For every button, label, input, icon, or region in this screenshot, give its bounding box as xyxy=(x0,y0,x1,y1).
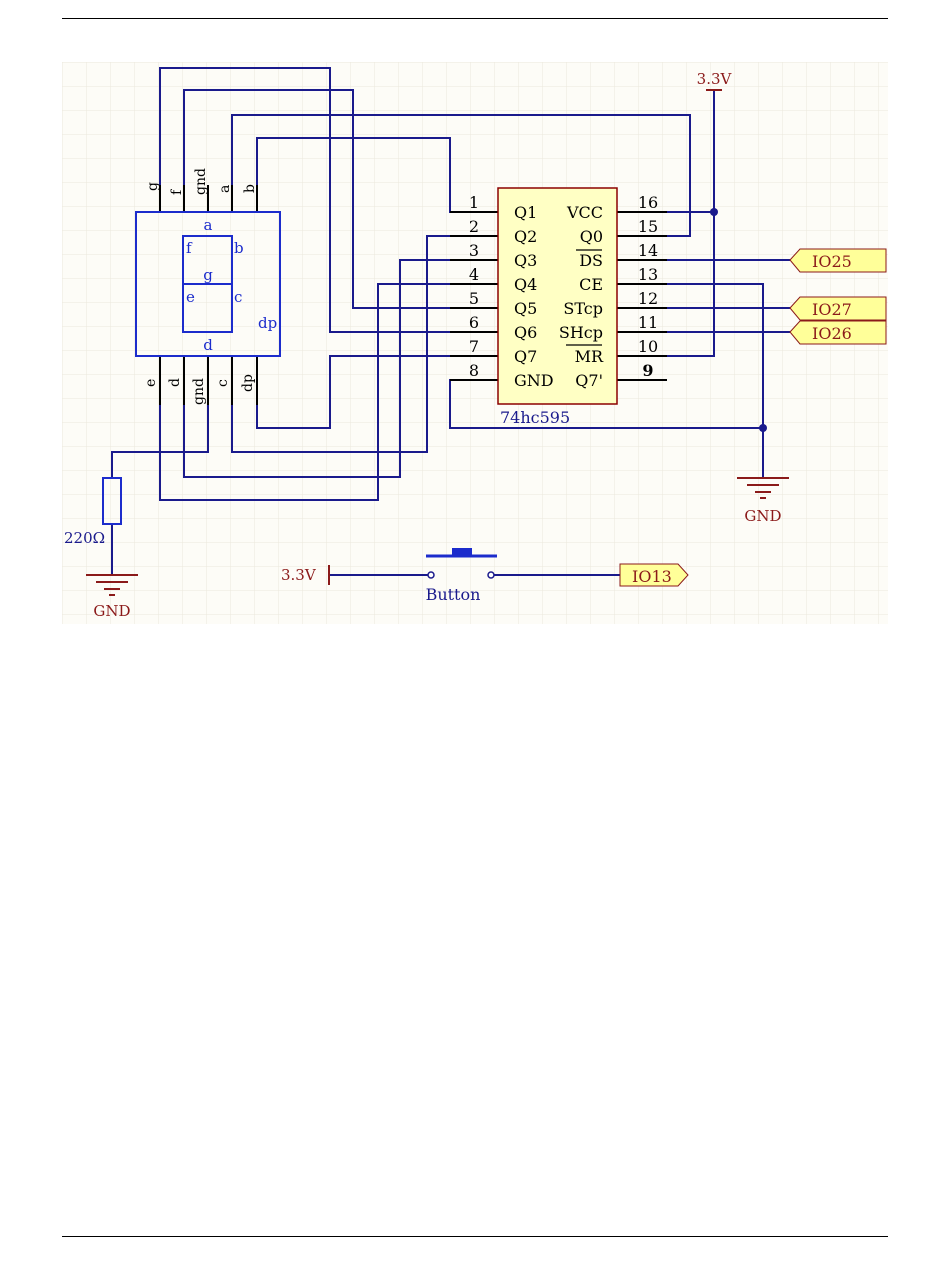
pin-name-q7-prime: Q7' xyxy=(575,371,603,390)
gnd-resistor-label: GND xyxy=(93,602,130,620)
pin-label-dp-bottom: dp xyxy=(240,374,256,392)
pin-number-6: 6 xyxy=(469,313,479,332)
segment-b-label: b xyxy=(234,239,244,257)
pin-name-q7: Q7 xyxy=(514,347,537,366)
pin-name-q0: Q0 xyxy=(580,227,603,246)
segment-c-label: c xyxy=(234,288,242,306)
pin-name-mr: MR xyxy=(575,347,604,366)
pin-number-2: 2 xyxy=(469,217,479,236)
vcc-top-label: 3.3V xyxy=(697,70,733,88)
segment-g-label: g xyxy=(203,266,213,284)
pin-number-15: 15 xyxy=(638,217,658,236)
pin-label-e-bottom: e xyxy=(143,379,159,387)
pin-label-gnd-top: gnd xyxy=(193,168,209,195)
pin-name-ce: CE xyxy=(579,275,603,294)
net-label-io27-text: IO27 xyxy=(812,300,852,319)
pin-number-9: 9 xyxy=(642,361,653,380)
pin-number-7: 7 xyxy=(469,337,479,356)
pin-name-vcc: VCC xyxy=(566,203,603,222)
button-label: Button xyxy=(426,585,481,604)
segment-d-label: d xyxy=(203,336,213,354)
pin-name-ds: DS xyxy=(579,251,603,270)
pin-label-b-top: b xyxy=(242,184,258,193)
vcc-button-label: 3.3V xyxy=(281,566,317,584)
net-label-io26: IO26 xyxy=(790,321,886,344)
resistor-value: 220Ω xyxy=(64,529,105,547)
pin-name-q6: Q6 xyxy=(514,323,537,342)
net-label-io13-text: IO13 xyxy=(632,567,672,586)
net-label-io27: IO27 xyxy=(790,297,886,320)
pin-number-1: 1 xyxy=(469,193,479,212)
pin-label-a-top: a xyxy=(217,185,233,193)
net-label-io13: IO13 xyxy=(620,564,688,586)
pin-number-5: 5 xyxy=(469,289,479,308)
segment-a-label: a xyxy=(204,216,213,234)
pin-name-q4: Q4 xyxy=(514,275,537,294)
pin-name-stcp: STcp xyxy=(563,299,603,318)
pin-name-q2: Q2 xyxy=(514,227,537,246)
junction-vcc xyxy=(710,208,718,216)
pin-number-3: 3 xyxy=(469,241,479,260)
pin-label-gnd-bottom: gnd xyxy=(191,378,207,405)
pin-label-c-bottom: c xyxy=(215,379,231,387)
vcc-top-symbol: 3.3V xyxy=(697,70,733,90)
pin-label-g-top: g xyxy=(145,182,161,191)
pin-name-q3: Q3 xyxy=(514,251,537,270)
pin-number-14: 14 xyxy=(638,241,658,260)
pin-name-shcp: SHcp xyxy=(559,323,603,342)
circuit-schematic: a f b g e c dp d g f gnd a b e d gnd c d… xyxy=(62,62,888,624)
footer-rule xyxy=(62,1236,888,1237)
gnd-ic-label: GND xyxy=(744,507,781,525)
pin-number-10: 10 xyxy=(638,337,658,356)
pin-label-d-bottom: d xyxy=(167,378,183,387)
net-label-io25: IO25 xyxy=(790,249,886,272)
pin-name-q5: Q5 xyxy=(514,299,537,318)
button-contact-left xyxy=(428,572,434,578)
pin-number-8: 8 xyxy=(469,361,479,380)
ic-part-name: 74hc595 xyxy=(500,408,570,427)
net-label-io26-text: IO26 xyxy=(812,324,852,343)
pin-number-11: 11 xyxy=(638,313,658,332)
header-rule xyxy=(62,18,888,19)
pin-number-12: 12 xyxy=(638,289,658,308)
pin-number-4: 4 xyxy=(469,265,479,284)
pin-number-16: 16 xyxy=(638,193,658,212)
segment-e-label: e xyxy=(186,288,195,306)
junction-gnd xyxy=(759,424,767,432)
pin-number-13: 13 xyxy=(638,265,658,284)
button-contact-right xyxy=(488,572,494,578)
pin-name-gnd: GND xyxy=(514,371,554,390)
segment-dp-label: dp xyxy=(258,314,277,332)
button-cap xyxy=(452,548,472,556)
net-label-io25-text: IO25 xyxy=(812,252,852,271)
pin-name-q1: Q1 xyxy=(514,203,537,222)
